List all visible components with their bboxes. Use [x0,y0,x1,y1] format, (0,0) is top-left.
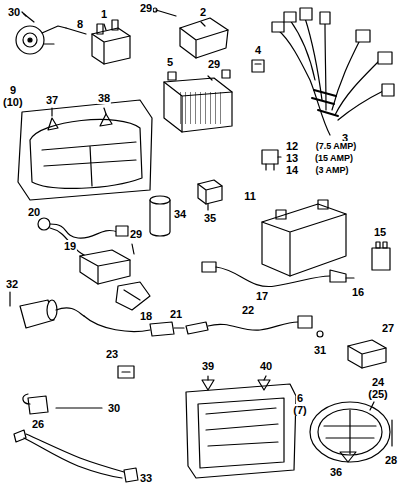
callout-number: 31 [313,344,327,356]
screw [153,8,176,16]
callout-number: 18 [139,310,153,322]
callout-number: 34 [173,208,187,220]
callout-number: 12 [285,140,299,152]
callout-number: 13 [285,152,299,164]
callout-number: 1 [100,8,108,20]
starter-relay [92,20,130,64]
callout-number: (3 AMP) [314,165,349,175]
callout-number: 5 [166,56,174,68]
fuse [262,150,281,170]
callout-number: 19 [63,240,77,252]
callout-number: 20 [27,206,41,218]
wire-lead [14,430,138,482]
callout-number: 4 [254,44,262,56]
ignition-box [80,244,134,284]
relay [198,180,222,210]
callout-number: 9 [9,84,17,96]
sensor-wire [202,262,354,287]
callout-number: (15 AMP) [314,153,354,163]
starter-motor [10,292,84,328]
callout-number: 6 [296,392,304,404]
callout-number: 35 [203,212,217,224]
callout-number: 39 [201,360,215,372]
callout-number: 24 [371,376,385,388]
callout-number: 15 [373,226,387,238]
wiring-harness [272,8,394,135]
callout-number: 38 [97,92,111,104]
plug-connector [116,282,150,310]
callout-number: 8 [76,18,84,30]
callout-number: (7.5 AMP) [315,141,358,151]
callout-number: 26 [31,418,45,430]
callout-number: 29 [139,2,153,14]
cdi-module [180,18,228,58]
callout-number: 22 [241,304,255,316]
callout-number: 16 [351,286,365,298]
horn [16,12,86,54]
callout-number: 29 [207,58,221,70]
callout-number: 33 [139,472,153,484]
flasher [372,242,390,270]
headlight [186,376,296,478]
tail-light [310,402,392,462]
callout-number: 17 [255,290,269,302]
cable-with-connector [38,218,128,256]
callout-number: 21 [169,308,183,320]
callout-number: 36 [329,466,343,478]
callout-number: 40 [259,360,273,372]
callout-number: 32 [5,278,19,290]
headlight-assembly [18,100,152,200]
capacitor [150,196,170,236]
connector [252,60,264,72]
callout-number: (7) [292,404,307,416]
callout-number: 28 [384,454,398,466]
spark-plug-cap [118,366,134,378]
regulator-rectifier [164,70,232,132]
callout-number: (25) [367,388,389,400]
callout-number: (10) [2,96,24,108]
callout-number: 29 [129,228,143,240]
callout-number: 27 [381,322,395,334]
control-box [317,331,386,368]
battery [262,200,346,276]
callout-number: 2 [199,6,207,18]
callout-number: 14 [285,164,299,176]
switch [23,394,102,414]
callout-number: 11 [243,190,257,202]
high-tension-cable [186,316,312,334]
callout-number: 30 [107,402,121,414]
callout-number: 30 [7,6,21,18]
callout-number: 23 [105,348,119,360]
callout-number: 37 [45,94,59,106]
